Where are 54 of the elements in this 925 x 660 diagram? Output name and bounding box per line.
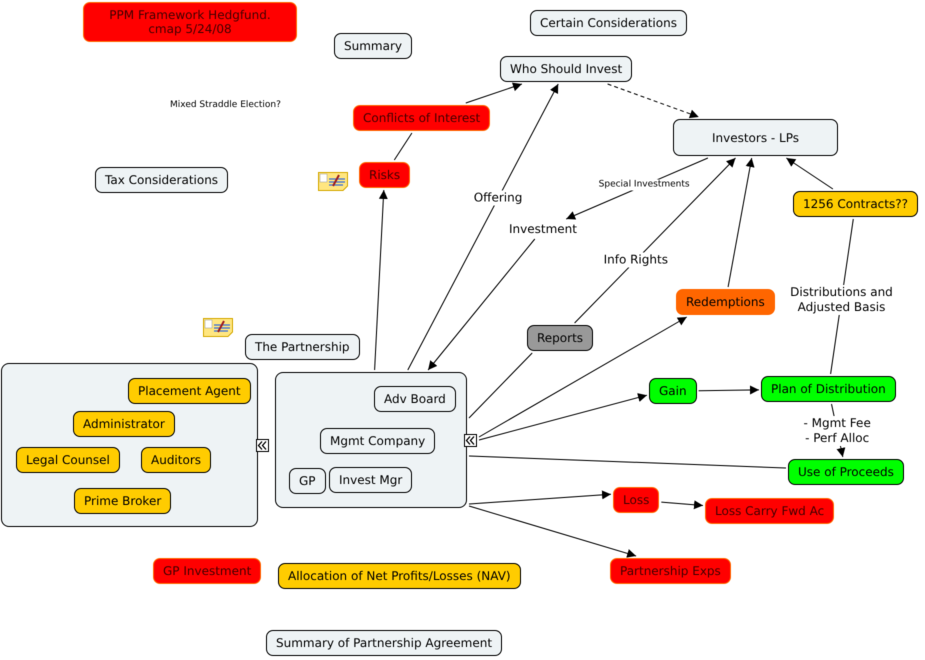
concept-box: Risks (359, 162, 410, 188)
concept-box: Redemptions (676, 289, 775, 315)
concept-box: Certain Considerations (530, 10, 687, 36)
concept-box: Legal Counsel (16, 447, 120, 473)
arrow (468, 506, 637, 558)
concept-box: Mgmt Company (320, 428, 436, 454)
concept-box: Conflicts of Interest (353, 105, 490, 131)
concept-box: Use of Proceeds (788, 459, 904, 485)
arrow (428, 238, 536, 370)
concept-box: Adv Board (374, 386, 456, 412)
concept-box: Allocation of Net Profits/Losses (NAV) (278, 563, 521, 589)
edge-label: Info Rights (602, 252, 670, 268)
concept-box: Partnership Exps (610, 558, 731, 584)
connector-line (468, 456, 786, 468)
concept-box: Summary of Partnership Agreement (266, 630, 502, 656)
concept-box: Summary (334, 33, 412, 59)
arrow (407, 84, 559, 370)
concept-box: Invest Mgr (329, 467, 412, 493)
arrow (660, 500, 704, 510)
edge-label: Offering (472, 190, 524, 206)
concept-box: Loss (613, 487, 660, 513)
arrow (698, 386, 760, 395)
arrow (574, 158, 736, 324)
container-box (275, 372, 467, 508)
connector-line (394, 132, 412, 160)
concept-box: Administrator (73, 411, 175, 437)
concept-box: Auditors (141, 447, 211, 473)
concept-box: Loss Carry Fwd Ac (705, 498, 834, 524)
arrow (728, 158, 754, 288)
arrow (786, 158, 834, 190)
concept-text: Investment (507, 221, 579, 237)
concept-box: Prime Broker (74, 488, 172, 514)
concept-box: Reports (527, 325, 594, 351)
concept-box: Investors - LPs (673, 119, 838, 156)
concept-box: GP Investment (153, 558, 262, 584)
edge-label: Special Investments (596, 180, 692, 191)
arrow (465, 82, 522, 104)
connector-line (468, 352, 533, 418)
arrow (478, 316, 688, 438)
arrow (468, 490, 612, 504)
note-text: Mixed Straddle Election? (170, 100, 281, 110)
container-box (1, 363, 258, 527)
concept-box: GP (289, 468, 326, 494)
concept-box: 1256 Contracts?? (793, 191, 918, 217)
concept-box: Placement Agent (128, 378, 251, 404)
concept-box: Tax Considerations (95, 167, 228, 193)
concept-box: Who Should Invest (500, 56, 632, 82)
concept-box: Gain (649, 378, 697, 404)
arrow (478, 393, 648, 440)
arrow (374, 190, 388, 370)
arrow (607, 84, 700, 118)
concept-box: The Partnership (245, 334, 360, 360)
concept-box: PPM Framework Hedgfund. cmap 5/24/08 (83, 2, 297, 42)
concept-box: Plan of Distribution (761, 376, 896, 402)
